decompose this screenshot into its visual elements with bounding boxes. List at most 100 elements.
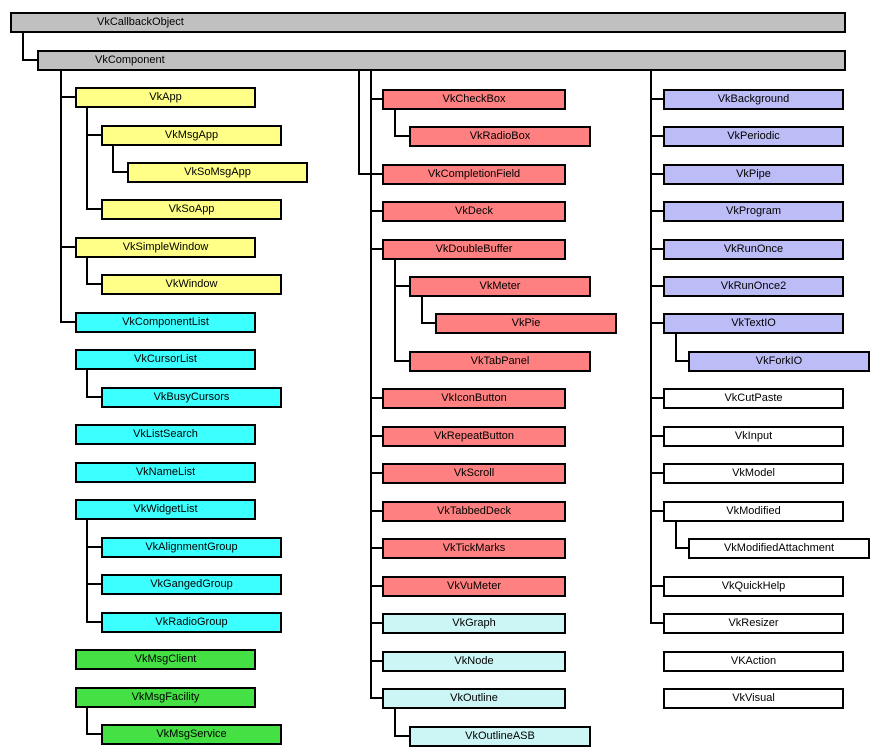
node-vkgraph[interactable]: VkGraph: [382, 613, 566, 634]
node-vkcursorlist[interactable]: VkCursorList: [75, 349, 256, 370]
connector-line: [675, 334, 677, 362]
connector-line: [394, 260, 396, 362]
connector-line: [650, 622, 663, 624]
connector-line: [86, 108, 88, 210]
connector-line: [370, 397, 382, 399]
node-vkmodifiedattachment[interactable]: VkModifiedAttachment: [688, 538, 870, 559]
node-vkcutpaste[interactable]: VkCutPaste: [663, 388, 844, 409]
node-vkvisual[interactable]: VkVisual: [663, 688, 844, 709]
connector-line: [86, 258, 88, 285]
connector-line: [86, 520, 88, 623]
connector-line: [394, 110, 396, 137]
node-vkcomponent[interactable]: VkComponent: [37, 50, 846, 71]
node-vkmodified[interactable]: VkModified: [663, 501, 844, 522]
connector-line: [370, 210, 382, 212]
node-vkdeck[interactable]: VkDeck: [382, 201, 566, 222]
connector-line: [650, 135, 663, 137]
node-vkresizer[interactable]: VkResizer: [663, 613, 844, 634]
connector-line: [370, 435, 382, 437]
connector-line: [675, 547, 688, 549]
connector-line: [370, 70, 372, 699]
node-vkcallbackobject[interactable]: VkCallbackObject: [10, 12, 846, 33]
connector-line: [86, 546, 101, 548]
connector-line: [394, 360, 409, 362]
node-vklistsearch[interactable]: VkListSearch: [75, 424, 256, 445]
connector-line: [650, 173, 663, 175]
node-vkwindow[interactable]: VkWindow: [101, 274, 282, 295]
node-vktabpanel[interactable]: VkTabPanel: [409, 351, 591, 372]
node-vkoutline[interactable]: VkOutline: [382, 688, 566, 709]
connector-line: [370, 547, 382, 549]
node-vkmsgclient[interactable]: VkMsgClient: [75, 649, 256, 670]
node-vktickmarks[interactable]: VkTickMarks: [382, 538, 566, 559]
node-vkperiodic[interactable]: VkPeriodic: [663, 126, 844, 147]
node-vkpie[interactable]: VkPie: [435, 313, 617, 334]
connector-line: [358, 70, 360, 175]
node-vknamelist[interactable]: VkNameList: [75, 462, 256, 483]
connector-line: [394, 135, 409, 137]
node-vkmeter[interactable]: VkMeter: [409, 276, 591, 297]
connector-line: [394, 285, 409, 287]
connector-line: [421, 297, 423, 324]
node-vkwidgetlist[interactable]: VkWidgetList: [75, 499, 256, 520]
connector-line: [650, 435, 663, 437]
node-vknode[interactable]: VkNode: [382, 651, 566, 672]
connector-line: [394, 735, 409, 737]
node-vkbusycursors[interactable]: VkBusyCursors: [101, 387, 282, 408]
node-vkalignmentgroup[interactable]: VkAlignmentGroup: [101, 537, 282, 558]
node-vkapp[interactable]: VkApp: [75, 87, 256, 108]
connector-line: [60, 96, 75, 98]
node-vkcomponentlist[interactable]: VkComponentList: [75, 312, 256, 333]
node-vksomsgapp[interactable]: VkSoMsgApp: [127, 162, 308, 183]
connector-line: [60, 246, 75, 248]
node-vktextio[interactable]: VkTextIO: [663, 313, 844, 334]
node-vkradiogroup[interactable]: VkRadioGroup: [101, 612, 282, 633]
connector-line: [370, 248, 382, 250]
connector-line: [650, 98, 663, 100]
connector-line: [370, 585, 382, 587]
connector-line: [60, 321, 75, 323]
node-vkrunonce[interactable]: VkRunOnce: [663, 239, 844, 260]
connector-line: [86, 283, 101, 285]
node-vkrunonce2[interactable]: VkRunOnce2: [663, 276, 844, 297]
node-vkradiobox[interactable]: VkRadioBox: [409, 126, 591, 147]
connector-line: [650, 585, 663, 587]
node-vkoutlineasb[interactable]: VkOutlineASB: [409, 726, 591, 747]
connector-line: [394, 709, 396, 737]
node-vkmsgfacility[interactable]: VkMsgFacility: [75, 687, 256, 708]
node-vkforkio[interactable]: VkForkIO: [688, 351, 870, 372]
connector-line: [421, 322, 435, 324]
node-vktabbeddeck[interactable]: VkTabbedDeck: [382, 501, 566, 522]
node-vkdoublebuffer[interactable]: VkDoubleBuffer: [382, 239, 566, 260]
connector-line: [86, 370, 88, 398]
connector-line: [86, 208, 101, 210]
connector-line: [650, 397, 663, 399]
connector-line: [650, 510, 663, 512]
node-vkpipe[interactable]: VkPipe: [663, 164, 844, 185]
node-vkmodel[interactable]: VkModel: [663, 463, 844, 484]
connector-line: [650, 70, 652, 624]
node-vkaction[interactable]: VKAction: [663, 651, 844, 672]
node-vkscroll[interactable]: VkScroll: [382, 463, 566, 484]
connector-line: [22, 32, 24, 61]
connector-line: [112, 146, 114, 173]
node-vksoapp[interactable]: VkSoApp: [101, 199, 282, 220]
connector-line: [650, 210, 663, 212]
connector-line: [675, 522, 677, 549]
node-vkcompletionfield[interactable]: VkCompletionField: [382, 164, 566, 185]
node-vkmsgservice[interactable]: VkMsgService: [101, 724, 282, 745]
connector-line: [112, 171, 127, 173]
node-vkbackground[interactable]: VkBackground: [663, 89, 844, 110]
node-vkquickhelp[interactable]: VkQuickHelp: [663, 576, 844, 597]
connector-line: [86, 134, 101, 136]
connector-line: [86, 583, 101, 585]
node-vkinput[interactable]: VkInput: [663, 426, 844, 447]
node-vksimplewindow[interactable]: VkSimpleWindow: [75, 237, 256, 258]
node-vkmsgapp[interactable]: VkMsgApp: [101, 125, 282, 146]
node-vkgangedgroup[interactable]: VkGangedGroup: [101, 574, 282, 595]
node-vkiconbutton[interactable]: VkIconButton: [382, 388, 566, 409]
node-vkrepeatbutton[interactable]: VkRepeatButton: [382, 426, 566, 447]
node-vkvumeter[interactable]: VkVuMeter: [382, 576, 566, 597]
node-vkcheckbox[interactable]: VkCheckBox: [382, 89, 566, 110]
node-vkprogram[interactable]: VkProgram: [663, 201, 844, 222]
